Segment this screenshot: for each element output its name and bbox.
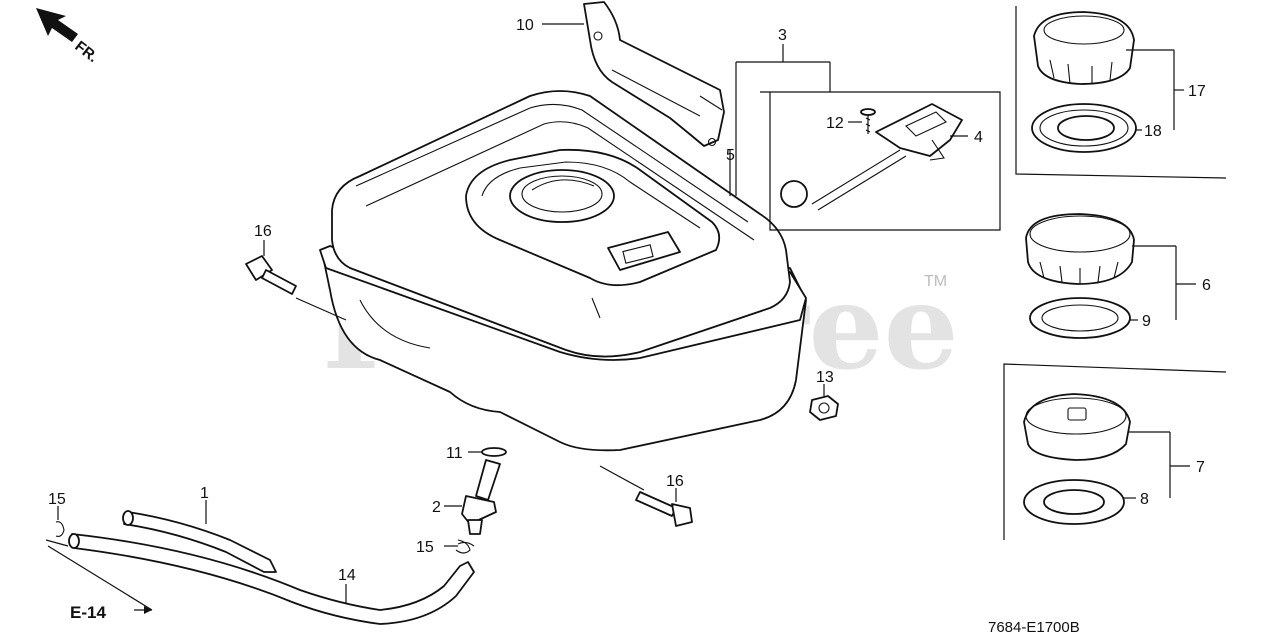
fuel-cap-6	[1025, 213, 1135, 339]
trademark: TM	[924, 273, 947, 290]
callout-10: 10	[516, 17, 534, 34]
callout-8: 8	[1140, 491, 1149, 508]
callout-5: 5	[726, 147, 735, 164]
callout-18: 18	[1144, 123, 1162, 140]
fuel-hose-1	[122, 510, 277, 573]
fuel-tank	[319, 90, 807, 452]
fuel-cap-7	[1003, 363, 1227, 540]
callout-14: 14	[338, 567, 356, 584]
fuel-gauge-assembly	[735, 44, 1001, 231]
nut-13	[809, 395, 839, 421]
bolt-16-left	[245, 255, 347, 321]
hose-clamp-15-right	[455, 539, 471, 554]
callout-15-left: 15	[48, 491, 66, 508]
callout-3: 3	[778, 27, 787, 44]
callout-16-left: 16	[254, 223, 272, 240]
hose-clamp-15-left	[45, 521, 69, 547]
fuel-cap-17	[1015, 6, 1227, 179]
callout-4: 4	[974, 129, 983, 146]
callout-12: 12	[826, 115, 844, 132]
fuel-valve	[457, 447, 507, 547]
front-direction-label: FR.	[72, 38, 102, 66]
figure-code: 7684-E1700B	[988, 619, 1080, 636]
callout-1: 1	[200, 485, 209, 502]
callout-2: 2	[432, 499, 441, 516]
callout-11: 11	[446, 445, 463, 462]
callout-15-right: 15	[416, 539, 434, 556]
bolt-16-right	[635, 491, 693, 527]
callout-6: 6	[1202, 277, 1211, 294]
callout-7: 7	[1196, 459, 1205, 476]
callout-13: 13	[816, 369, 834, 386]
front-direction-arrow-icon	[36, 8, 78, 42]
callout-9: 9	[1142, 313, 1151, 330]
callout-labels: 10 3 12 4 5 17 18 6 9 7 8 16 13 11 2 15 …	[48, 17, 1211, 584]
fuel-hose-14	[68, 533, 475, 625]
reference-label: E-14	[70, 603, 106, 622]
callout-16-right: 16	[666, 473, 684, 490]
callout-17: 17	[1188, 83, 1206, 100]
tank-bracket	[583, 1, 725, 147]
leader-lines	[47, 23, 1196, 614]
